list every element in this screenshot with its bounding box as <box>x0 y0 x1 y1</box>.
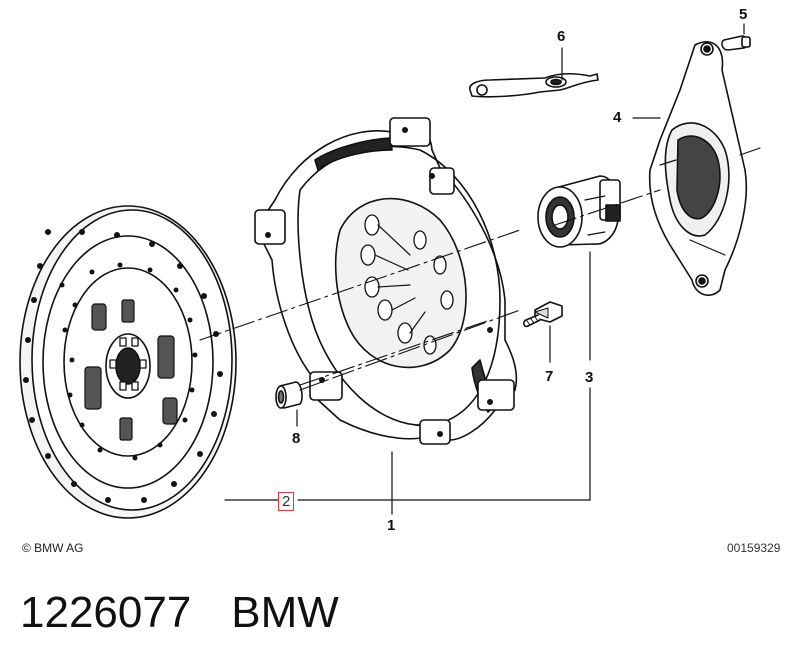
callout-3: 3 <box>585 369 594 386</box>
release-fork <box>648 41 748 296</box>
pivot-pin <box>721 35 751 51</box>
callout-5: 5 <box>739 6 748 23</box>
callout-6: 6 <box>557 28 566 45</box>
assembly-axis-lines <box>199 147 761 391</box>
part-number: 1226077 <box>20 588 192 637</box>
pressure-plate <box>254 117 518 445</box>
callout-4: 4 <box>613 109 622 126</box>
retaining-spring <box>468 73 599 98</box>
callout-1: 1 <box>387 517 396 534</box>
callout-8: 8 <box>292 430 301 447</box>
drawing-number: 00159329 <box>727 541 781 555</box>
dowel-sleeve <box>275 381 303 409</box>
leader-lines <box>224 23 745 515</box>
hex-bolt <box>523 301 563 328</box>
clutch-exploded-diagram <box>19 23 761 519</box>
brand-name: BMW <box>231 588 339 637</box>
footer-caption: 1226077 BMW <box>20 588 339 638</box>
copyright-notice: © BMW AG <box>22 541 84 555</box>
callout-7: 7 <box>545 368 554 385</box>
release-bearing <box>537 175 621 248</box>
clutch-disc <box>19 205 237 519</box>
callout-2[interactable]: 2 <box>278 492 295 511</box>
